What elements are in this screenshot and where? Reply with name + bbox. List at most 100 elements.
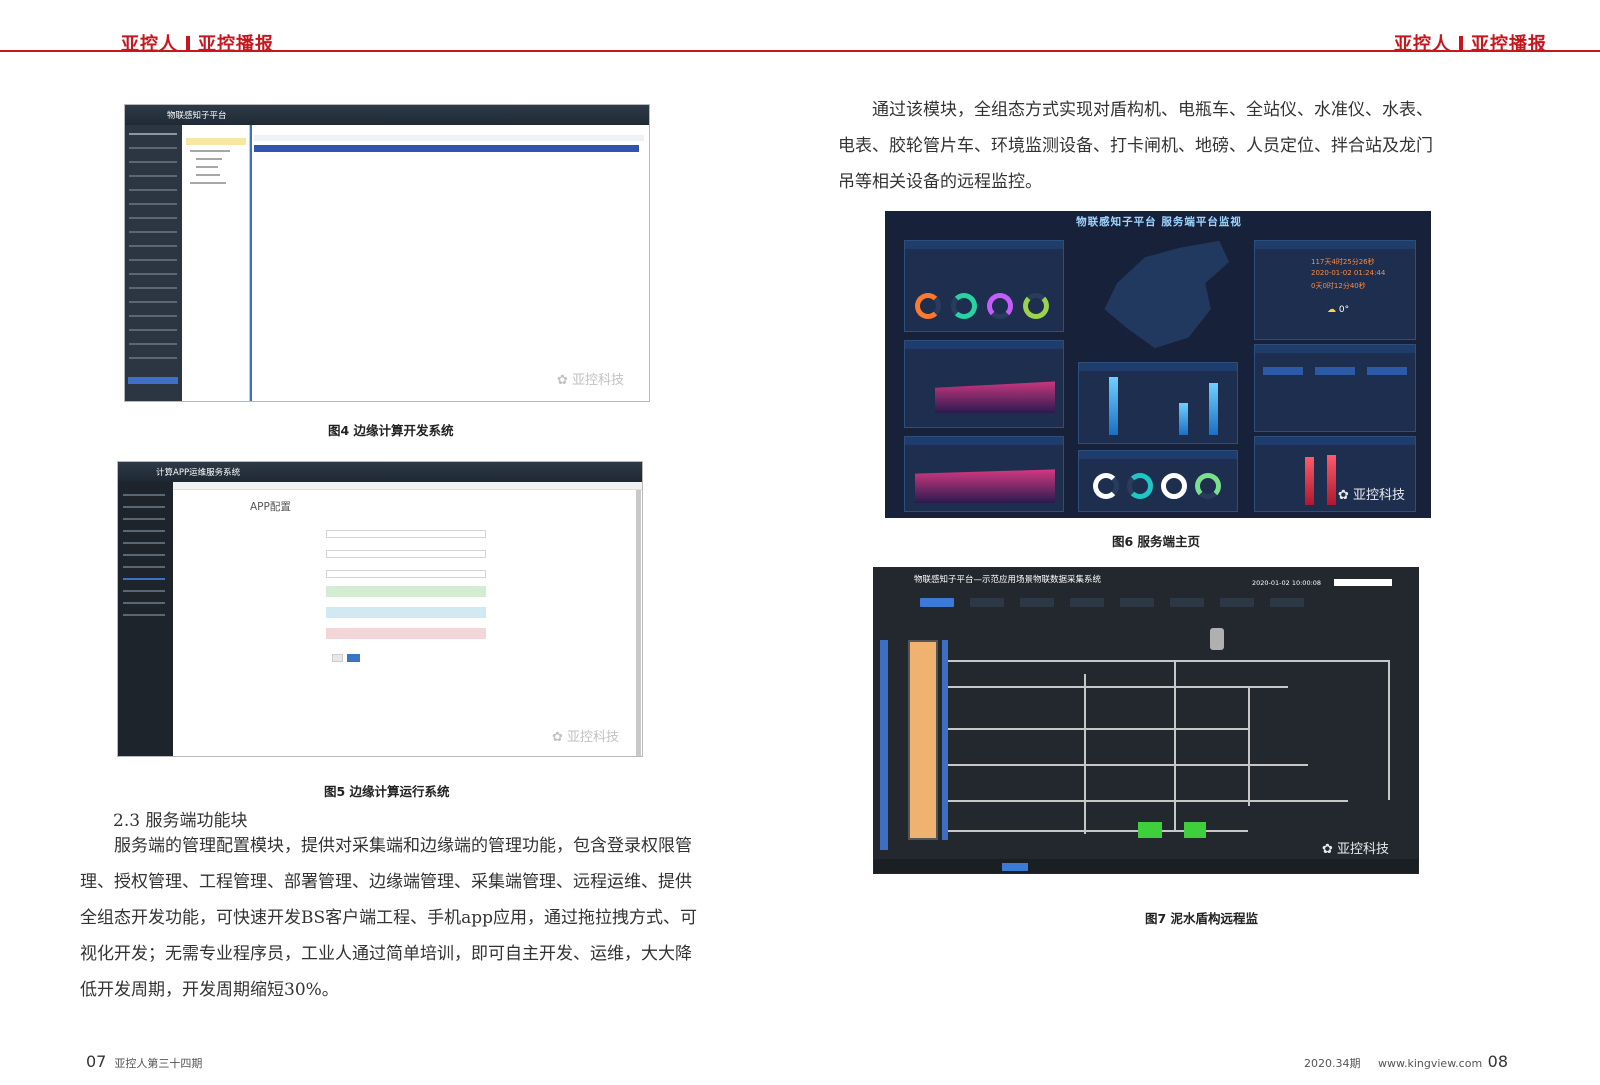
window-title: 物联感知子平台 bbox=[167, 111, 227, 121]
panel-header bbox=[905, 241, 1063, 249]
tab bbox=[1220, 598, 1254, 607]
tree-node bbox=[196, 166, 218, 168]
brand-column: 亚控播报 bbox=[198, 34, 274, 55]
page-number: 07 bbox=[86, 1052, 107, 1071]
wechat-icon: ✿ bbox=[1322, 842, 1333, 857]
brand-name: 亚控人 bbox=[121, 34, 178, 55]
watermark-text: 亚控科技 bbox=[572, 373, 625, 388]
intro-line: 通过该模块，全组态方式实现对盾构机、电瓶车、全站仪、水准仪、水表、 bbox=[872, 100, 1433, 120]
tab-strip bbox=[173, 482, 642, 490]
sidebar-item bbox=[129, 273, 177, 275]
sidebar-item bbox=[123, 614, 165, 616]
sidebar-item bbox=[129, 231, 177, 233]
form-field bbox=[326, 570, 486, 578]
donut-ring bbox=[951, 293, 977, 319]
issue-label: 2020.34期 bbox=[1304, 1057, 1361, 1070]
sidebar-item bbox=[123, 602, 165, 604]
sidebar-item bbox=[129, 287, 177, 289]
bar-mark bbox=[1305, 457, 1314, 505]
site-url: www.kingview.com bbox=[1378, 1057, 1483, 1070]
header-rule bbox=[0, 50, 1600, 52]
scada-title: 物联感知子平台—示范应用场景物联数据采集系统 bbox=[914, 575, 1102, 585]
window-title: 计算APP运维服务系统 bbox=[156, 468, 241, 478]
search-input bbox=[1334, 579, 1392, 586]
footer-right: 2020.34期 www.kingview.com 08 bbox=[1304, 1052, 1508, 1071]
status-chip bbox=[1263, 367, 1303, 375]
cloud-sun-icon: ☁ bbox=[1327, 305, 1336, 315]
intro-paragraph: 通过该模块，全组态方式实现对盾构机、电瓶车、全站仪、水准仪、水表、 电表、胶轮管… bbox=[838, 92, 1538, 200]
bar-mark bbox=[1179, 403, 1188, 435]
pipe-line bbox=[948, 660, 1388, 662]
uptime-value: 117天4时25分26秒 bbox=[1311, 258, 1375, 266]
tab bbox=[1170, 598, 1204, 607]
donut-ring bbox=[987, 293, 1013, 319]
tree-node bbox=[190, 150, 230, 152]
panel-header bbox=[1255, 437, 1415, 445]
donut-ring bbox=[1161, 473, 1187, 499]
pipe-line bbox=[948, 728, 1248, 730]
pipe-line bbox=[948, 800, 1348, 802]
status-chip bbox=[1367, 367, 1407, 375]
save-button bbox=[347, 654, 360, 662]
sidebar-item bbox=[123, 494, 165, 496]
wechat-icon: ✿ bbox=[1338, 488, 1349, 503]
watermark-text: 亚控科技 bbox=[567, 730, 620, 745]
form-field bbox=[326, 530, 486, 538]
sidebar-item bbox=[123, 554, 165, 556]
issue-label: 亚控人第三十四期 bbox=[114, 1057, 203, 1070]
bar-panel bbox=[1078, 362, 1238, 444]
tab bbox=[1270, 598, 1304, 607]
page-number: 08 bbox=[1487, 1052, 1509, 1071]
pipe-line bbox=[948, 764, 1308, 766]
sidebar-item bbox=[129, 133, 177, 135]
pipe-line bbox=[948, 686, 1288, 688]
sidebar-item bbox=[129, 259, 177, 261]
sidebar-item-active bbox=[123, 578, 165, 580]
sidebar bbox=[125, 125, 182, 401]
sidebar-item bbox=[129, 175, 177, 177]
wechat-icon: ✿ bbox=[557, 373, 568, 388]
tab-active bbox=[920, 598, 954, 607]
body-line: 低开发周期，开发周期缩短30%。 bbox=[80, 980, 339, 1000]
figure-4-screenshot: 物联感知子平台 ✿ 亚控科技 bbox=[124, 104, 650, 402]
device-panel bbox=[1254, 344, 1416, 432]
sidebar bbox=[118, 482, 173, 756]
donut-ring bbox=[1195, 473, 1221, 499]
table-header bbox=[254, 145, 639, 152]
tab bbox=[1020, 598, 1054, 607]
panel-header bbox=[1079, 451, 1237, 459]
figure-6-caption: 图6 服务端主页 bbox=[1112, 534, 1201, 549]
watermark: ✿ 亚控科技 bbox=[1322, 838, 1389, 857]
config-heading: APP配置 bbox=[250, 501, 291, 513]
body-line: 理、授权管理、工程管理、部署管理、边缘端管理、采集端管理、远程运维、提供 bbox=[80, 872, 692, 892]
sidebar-item bbox=[129, 217, 177, 219]
brand-column: 亚控播报 bbox=[1471, 34, 1547, 55]
status-alert-success bbox=[326, 586, 486, 597]
figure-6-screenshot: 物联感知子平台 服务端平台监视 117天4时25分26秒 2020-01-02 … bbox=[885, 211, 1431, 518]
status-alert-danger bbox=[326, 628, 486, 639]
panel-header bbox=[905, 437, 1063, 445]
bar-mark bbox=[1109, 377, 1118, 435]
panel-header bbox=[1255, 345, 1415, 353]
header-brand-right: 亚控人亚控播报 bbox=[1394, 30, 1547, 56]
pipe-line bbox=[1388, 660, 1390, 800]
intro-line: 吊等相关设备的远程监控。 bbox=[838, 172, 1042, 192]
figure-4-caption: 图4 边缘计算开发系统 bbox=[328, 423, 454, 438]
brand-divider bbox=[186, 36, 190, 52]
window-titlebar bbox=[118, 462, 642, 482]
donut-ring bbox=[915, 293, 941, 319]
pipe-line bbox=[1174, 660, 1176, 830]
trend-panel bbox=[904, 340, 1064, 428]
figure-7-caption: 图7 泥水盾构远程监 bbox=[1145, 911, 1259, 926]
section-body: 服务端的管理配置模块，提供对采集端和边缘端的管理功能，包含登录权限管 理、授权管… bbox=[80, 828, 760, 1008]
status-chip bbox=[1315, 367, 1355, 375]
toolbar bbox=[254, 135, 644, 141]
bar-mark bbox=[1327, 455, 1336, 505]
sidebar-item bbox=[129, 301, 177, 303]
panel-header bbox=[1255, 241, 1415, 249]
reset-button bbox=[332, 654, 343, 662]
stats-panel bbox=[904, 240, 1064, 332]
window-titlebar bbox=[125, 105, 649, 125]
rings-panel bbox=[1078, 450, 1238, 512]
sidebar-item bbox=[123, 566, 165, 568]
